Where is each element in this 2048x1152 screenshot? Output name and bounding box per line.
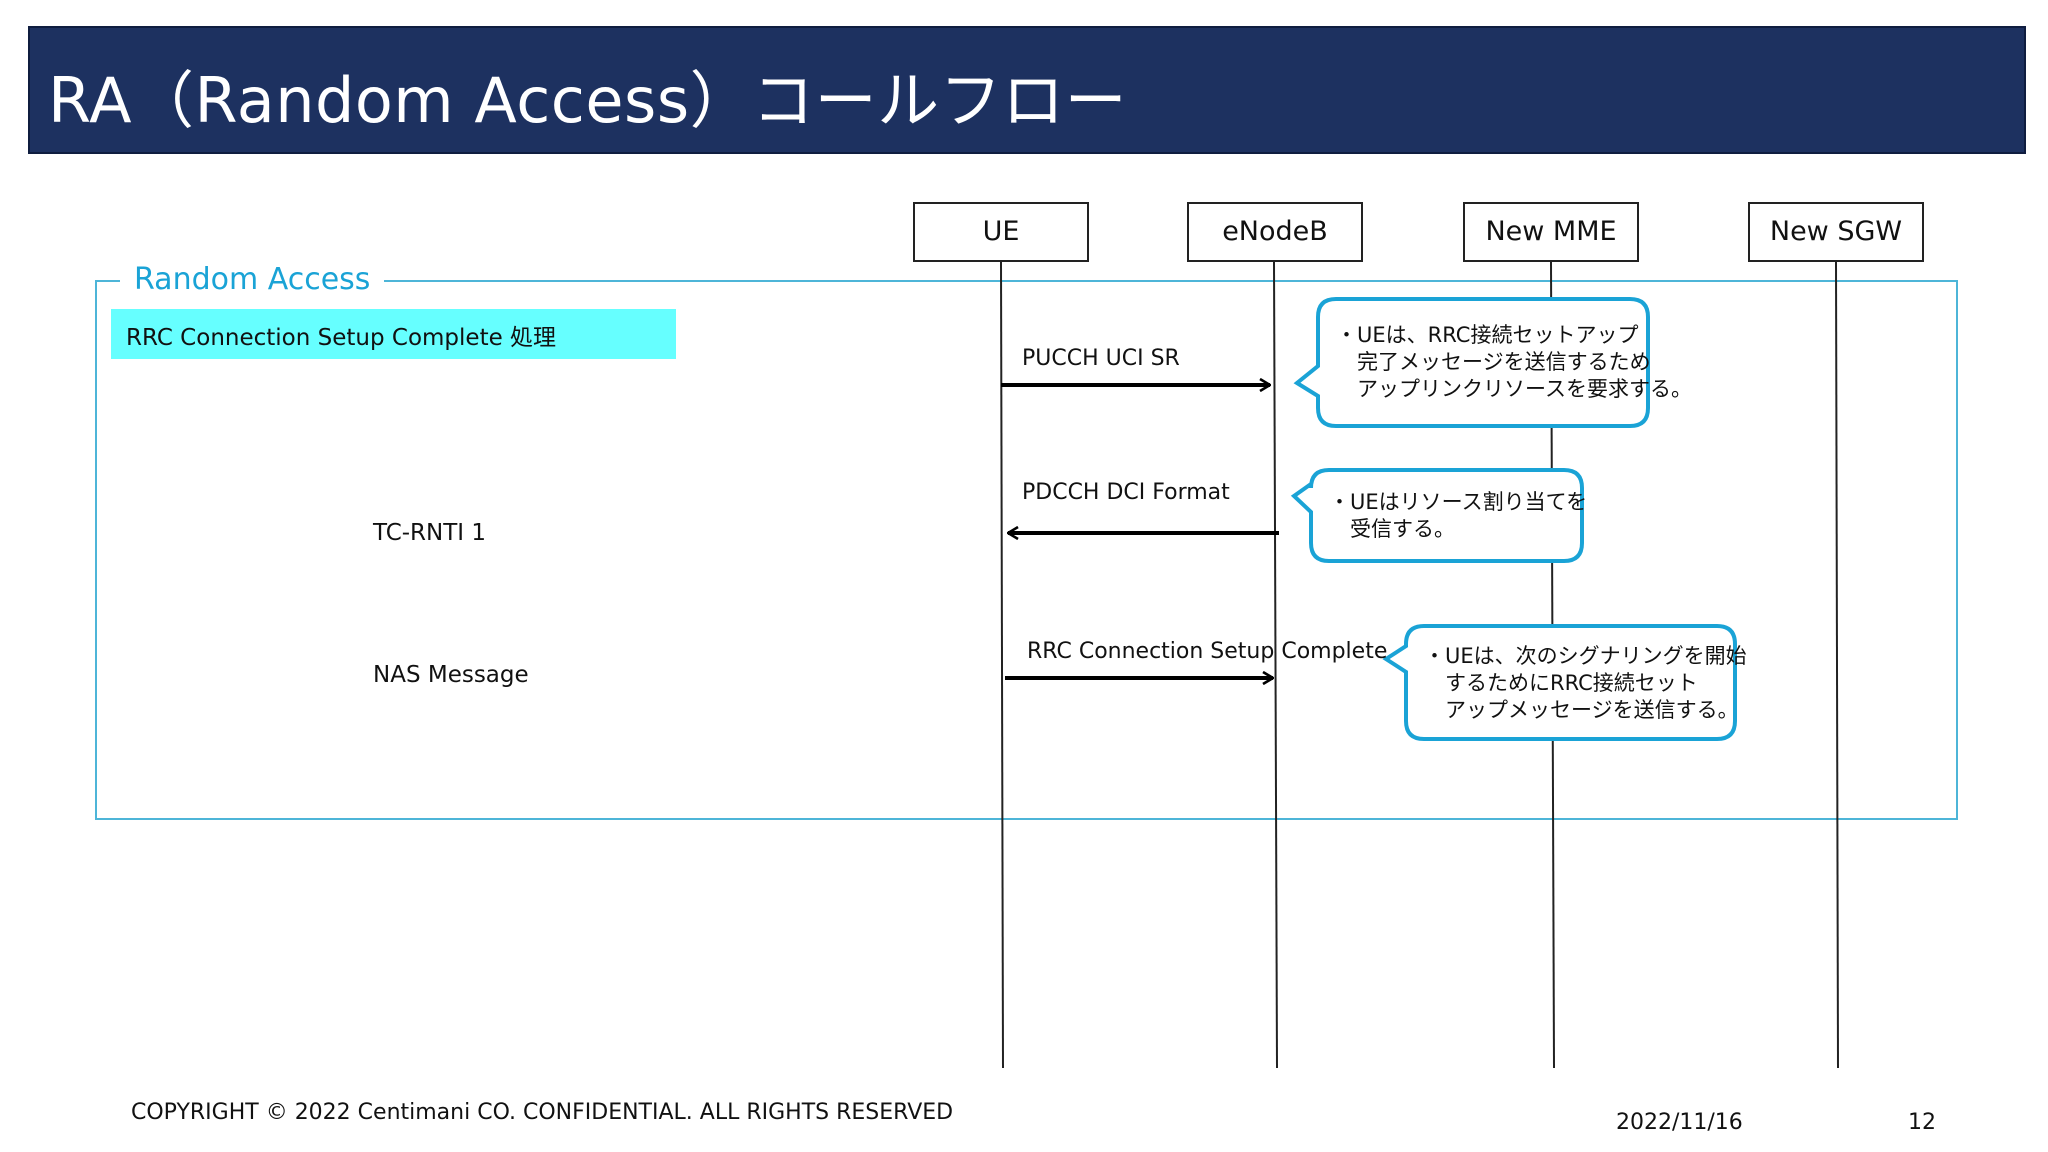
lifeline-enodeb — [1273, 261, 1278, 1069]
note-text-1: ・UEは、RRC接続セットアップ 完了メッセージを送信するため アップリンクリソ… — [1336, 323, 1692, 401]
footer-date: 2022/11/16 — [1616, 1110, 1743, 1135]
random-access-frame — [95, 280, 1958, 820]
note-bubble-3 — [1382, 624, 1737, 741]
side-label-tc-rnti: TC-RNTI 1 — [373, 520, 487, 546]
footer-copyright: COPYRIGHT © 2022 Centimani CO. CONFIDENT… — [131, 1100, 954, 1125]
title-bar: RA（Random Access）コールフロー — [28, 26, 2026, 154]
note-bubble-1 — [1293, 297, 1650, 428]
message-label-pucch: PUCCH UCI SR — [1022, 346, 1180, 371]
note-text-2: ・UEはリソース割り当てを 受信する。 — [1329, 490, 1588, 541]
message-label-rrc: RRC Connection Setup Complete — [1027, 639, 1388, 664]
page-title: RA（Random Access）コールフロー — [48, 64, 1128, 137]
step-banner-label: RRC Connection Setup Complete 処理 — [126, 325, 557, 351]
group-label: Random Access — [120, 262, 385, 297]
actor-new-mme: New MME — [1463, 202, 1639, 262]
note-bubble-2 — [1290, 468, 1584, 563]
step-banner: RRC Connection Setup Complete 処理 — [111, 309, 676, 359]
actor-ue: UE — [913, 202, 1089, 262]
lifeline-new-sgw — [1835, 261, 1839, 1069]
actor-new-sgw: New SGW — [1748, 202, 1924, 262]
lifeline-ue — [1000, 261, 1004, 1069]
side-label-nas-message: NAS Message — [373, 662, 529, 688]
message-label-pdcch: PDCCH DCI Format — [1022, 480, 1230, 505]
page-number: 12 — [1908, 1110, 1936, 1135]
note-text-3: ・UEは、次のシグナリングを開始 するためにRRC接続セット アップメッセージを… — [1424, 644, 1747, 722]
actor-enodeb: eNodeB — [1187, 202, 1363, 262]
